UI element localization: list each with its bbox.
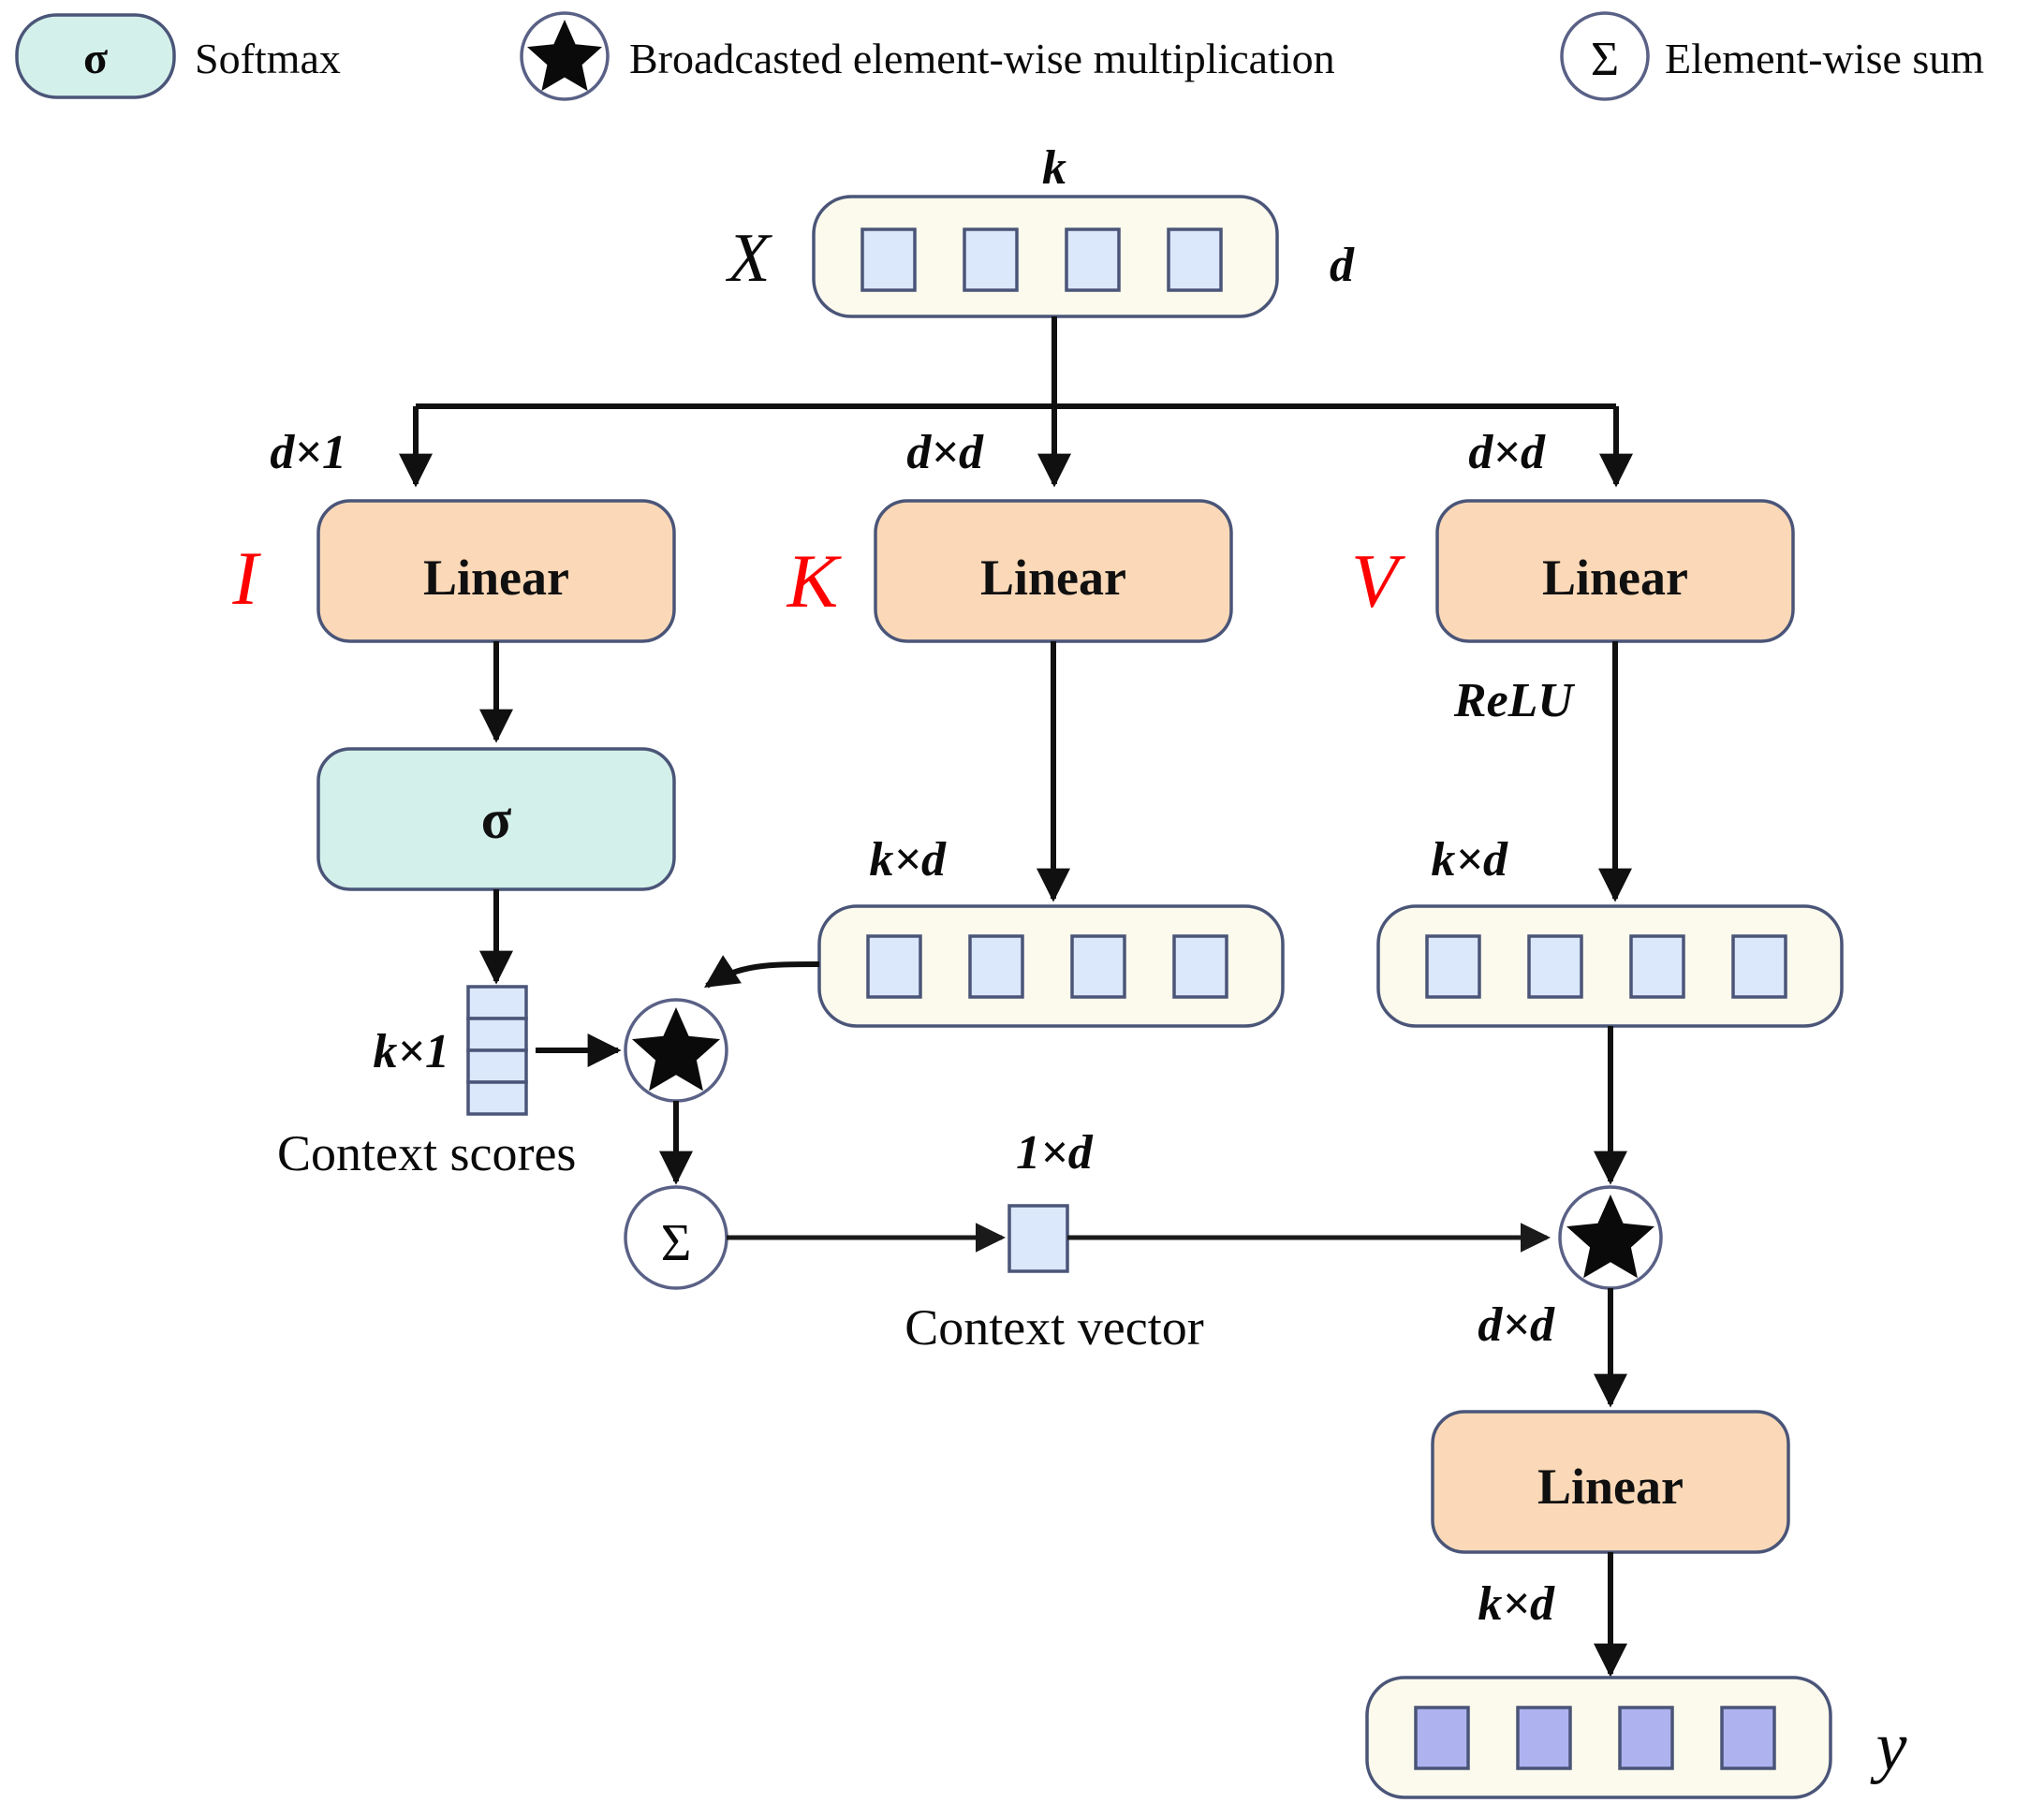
- sigma-softmax-icon: [15, 13, 176, 99]
- legend-label-multiplication: Broadcasted element-wise multiplication: [629, 35, 1335, 82]
- output-cell: [1618, 1706, 1674, 1770]
- context-vector-cell: [1007, 1204, 1069, 1273]
- values-cell: [1731, 934, 1787, 999]
- summation-icon: Σ: [1591, 33, 1619, 86]
- context-scores-dim-label: k×1: [373, 1025, 449, 1078]
- keys-cell: [866, 934, 922, 999]
- branch-i: d×1 I Linear σ k×1 Context scores: [231, 426, 676, 1181]
- legend-item-sum: Σ Element-wise sum: [1560, 11, 1984, 101]
- context-scores-vector: [466, 985, 528, 1116]
- input-block-x: k X d: [725, 141, 1355, 318]
- output-head: d×d Linear k×d: [1431, 1288, 1790, 1678]
- relu-label: ReLU: [1453, 674, 1576, 727]
- output-block-y: y: [1365, 1676, 1907, 1799]
- values-cell: [1527, 934, 1583, 999]
- legend-item-softmax: σ Softmax: [15, 13, 341, 99]
- legend-glyph-softmax: σ: [83, 34, 108, 83]
- context-scores-caption: Context scores: [277, 1125, 576, 1181]
- op-multiply-scores: [624, 998, 728, 1185]
- star-icon: [632, 1007, 720, 1092]
- branch-k-dim-label: d×d: [906, 426, 984, 479]
- input-top-dim-label: k: [1042, 141, 1066, 195]
- branch-v-dim-label: d×d: [1468, 426, 1546, 479]
- context-vector-path: 1×d Context vector: [727, 1126, 1551, 1356]
- output-cell: [1414, 1706, 1470, 1770]
- output-cell: [1720, 1706, 1776, 1770]
- input-cell: [860, 227, 917, 292]
- score-cell: [466, 1048, 528, 1084]
- keys-cell: [968, 934, 1024, 999]
- linear-block-v-label: Linear: [1542, 550, 1688, 606]
- op-sum: Σ: [624, 1185, 728, 1290]
- output-container-y: [1365, 1676, 1832, 1799]
- context-vector-dim-label: 1×d: [1016, 1126, 1094, 1180]
- branch-k-label: K: [787, 538, 843, 623]
- fanout-bus: [399, 316, 1633, 488]
- branch-v-label: V: [1351, 538, 1405, 623]
- input-container-x: [812, 195, 1279, 318]
- branch-i-label: I: [231, 535, 261, 621]
- star-icon: [1566, 1195, 1654, 1279]
- linear-block-k-label: Linear: [980, 550, 1126, 606]
- branch-k: d×d K Linear k×d: [703, 426, 1285, 1028]
- input-var-label-x: X: [725, 220, 772, 297]
- legend: σ Softmax Broadcasted element-wise multi…: [15, 11, 1984, 101]
- context-vector-caption: Context vector: [904, 1299, 1203, 1356]
- values-cell: [1425, 934, 1481, 999]
- score-cell: [466, 1017, 528, 1052]
- branch-i-dim-label: d×1: [270, 426, 346, 479]
- keys-cell: [1172, 934, 1228, 999]
- input-cell: [1167, 227, 1223, 292]
- keys-cell: [1070, 934, 1126, 999]
- keys-dim-label: k×d: [869, 833, 947, 887]
- edge-keys-to-star: [703, 955, 820, 989]
- summation-icon: Σ: [661, 1214, 692, 1272]
- linear-block-i-label: Linear: [423, 550, 569, 606]
- score-cell: [466, 985, 528, 1020]
- legend-item-multiplication: Broadcasted element-wise multiplication: [520, 11, 1335, 101]
- linear-block-output-label: Linear: [1537, 1459, 1684, 1515]
- output-head-dim-label: d×d: [1478, 1298, 1555, 1352]
- input-cell: [1065, 227, 1121, 292]
- input-right-dim-label: d: [1330, 239, 1355, 292]
- legend-label-softmax: Softmax: [195, 35, 341, 82]
- softmax-block-label: σ: [481, 788, 512, 850]
- star-icon: [527, 20, 602, 92]
- summation-icon-outline: [1560, 11, 1650, 101]
- output-cell: [1516, 1706, 1572, 1770]
- output-dim-label: k×d: [1478, 1577, 1555, 1631]
- op-multiply-values: [1558, 1185, 1663, 1290]
- input-cell: [963, 227, 1019, 292]
- legend-label-sum: Element-wise sum: [1665, 35, 1984, 82]
- output-var-label-y: y: [1870, 1708, 1907, 1785]
- values-cell: [1629, 934, 1685, 999]
- score-cell: [466, 1080, 528, 1116]
- values-dim-label: k×d: [1431, 833, 1508, 887]
- branch-v: d×d V Linear ReLU k×d: [1351, 426, 1844, 1185]
